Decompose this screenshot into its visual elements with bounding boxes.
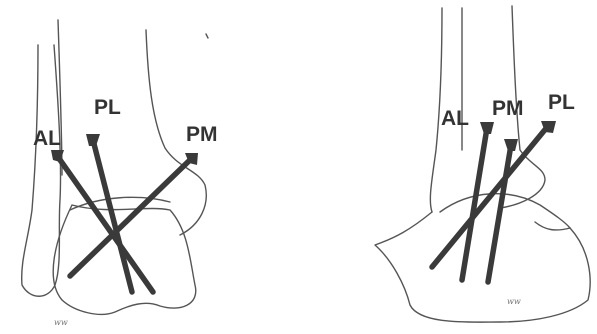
right-signature: ww [507, 297, 521, 306]
left-signature: ww [54, 318, 68, 327]
right-label-al: AL [441, 107, 469, 130]
left-screw-pl-head [86, 134, 100, 146]
right-view: AL PM PL ww [375, 6, 590, 322]
right-screw-pl [432, 126, 548, 267]
right-talar-dome-outline [440, 194, 570, 228]
left-sketch-mark [206, 34, 208, 38]
left-label-al: AL [33, 127, 61, 150]
right-screw-al-head [480, 122, 494, 134]
right-label-pl: PL [548, 91, 575, 114]
left-label-pl: PL [94, 96, 121, 119]
left-label-pm: PM [186, 123, 218, 146]
right-label-pm: PM [492, 97, 524, 120]
right-screw-pm-head [504, 139, 518, 151]
right-screw-pm [488, 145, 511, 282]
left-view: AL PL PM ww [22, 20, 218, 327]
right-hindfoot-outline [375, 212, 590, 322]
